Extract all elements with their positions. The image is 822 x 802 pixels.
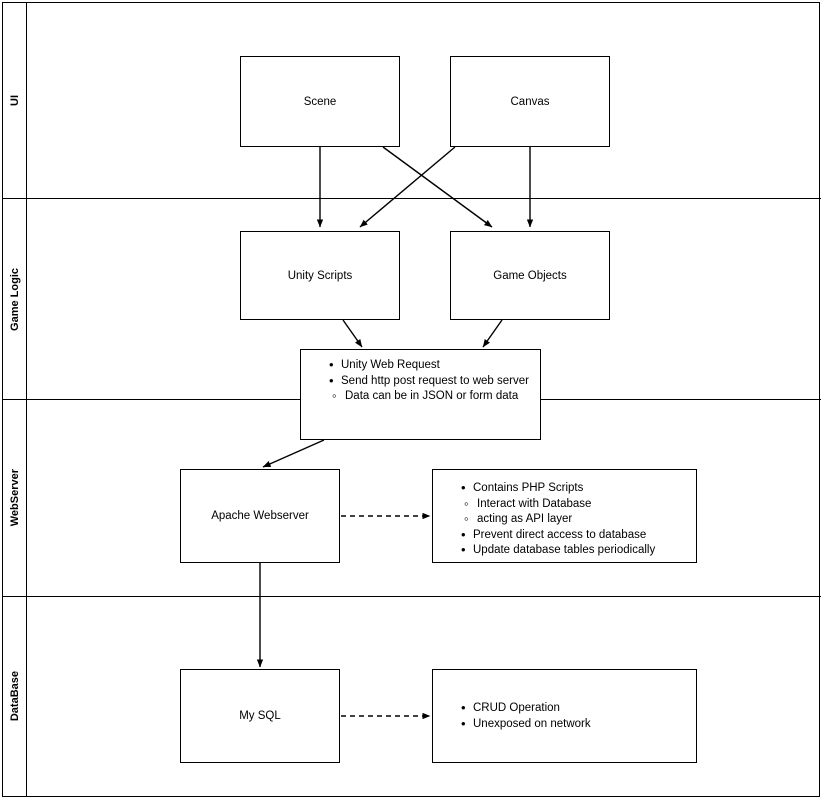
node-canvas-label: Canvas	[510, 95, 550, 108]
lane-label-database: DataBase	[3, 597, 27, 796]
note-web-request-list: Unity Web Request Send http post request…	[307, 357, 534, 390]
note-db-list: CRUD Operation Unexposed on network	[439, 700, 690, 733]
node-apache-webserver-label: Apache Webserver	[211, 510, 309, 522]
note-web-request-sublist: Data can be in JSON or form data	[307, 388, 534, 405]
note-item: Send http post request to web server	[329, 373, 534, 390]
node-canvas[interactable]: Canvas	[450, 56, 610, 147]
note-item: Update database tables periodically	[461, 542, 690, 559]
lane-webserver: WebServer	[3, 400, 821, 597]
lane-ui: UI	[3, 3, 821, 199]
note-item: Unexposed on network	[461, 716, 690, 733]
note-web-request[interactable]: Unity Web Request Send http post request…	[300, 349, 541, 440]
lane-label-game-logic: Game Logic	[3, 199, 27, 399]
lane-label-database-text: DataBase	[8, 671, 21, 722]
note-item: Unity Web Request	[329, 357, 534, 374]
node-mysql-label: My SQL	[239, 710, 281, 722]
note-item: Contains PHP Scripts	[461, 480, 690, 497]
note-php-scripts-sublist: Interact with Database acting as API lay…	[439, 496, 690, 528]
note-db[interactable]: CRUD Operation Unexposed on network	[432, 669, 697, 763]
note-php-scripts-list-top: Contains PHP Scripts	[439, 480, 690, 497]
node-game-objects[interactable]: Game Objects	[450, 231, 610, 320]
node-scene[interactable]: Scene	[240, 56, 400, 147]
note-php-scripts[interactable]: Contains PHP Scripts Interact with Datab…	[432, 469, 697, 563]
node-mysql[interactable]: My SQL	[180, 669, 340, 763]
lane-label-ui-text: UI	[8, 95, 21, 106]
note-subitem: acting as API layer	[464, 511, 690, 528]
note-item: Prevent direct access to database	[461, 527, 690, 544]
note-item: CRUD Operation	[461, 700, 690, 717]
node-unity-scripts[interactable]: Unity Scripts	[240, 231, 400, 320]
lane-database: DataBase	[3, 597, 821, 796]
note-subitem: Interact with Database	[464, 496, 690, 513]
node-apache-webserver[interactable]: Apache Webserver	[180, 469, 340, 563]
node-unity-scripts-label: Unity Scripts	[287, 269, 353, 282]
lane-label-webserver: WebServer	[3, 400, 27, 596]
lane-label-webserver-text: WebServer	[8, 469, 21, 527]
lane-label-ui: UI	[3, 3, 27, 198]
note-php-scripts-list-bottom: Prevent direct access to database Update…	[439, 527, 690, 559]
node-game-objects-label: Game Objects	[493, 269, 567, 282]
node-scene-label: Scene	[303, 95, 337, 108]
lane-label-game-logic-text: Game Logic	[8, 267, 21, 331]
note-subitem: Data can be in JSON or form data	[332, 388, 534, 405]
